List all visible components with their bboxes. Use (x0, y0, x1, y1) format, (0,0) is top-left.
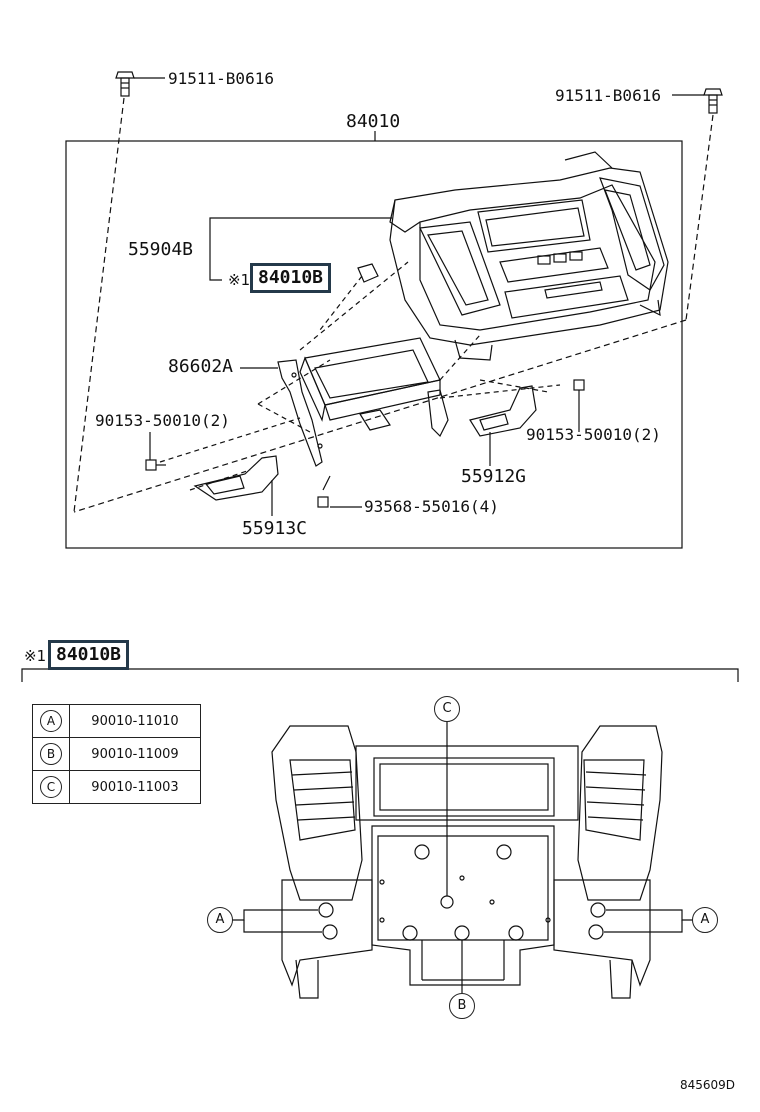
bracket-right-part-label: 55912G (461, 466, 527, 487)
legend-part-c: 90010-11003 (69, 770, 201, 804)
switch-note-symbol: ※1 (228, 271, 251, 289)
detail-bracket-line (21, 668, 739, 682)
bracket-86602a (277, 359, 449, 467)
legend-key-c: C (40, 776, 62, 798)
bolt-left-icon (115, 71, 135, 97)
detail-part-label[interactable]: 84010B (48, 640, 130, 670)
display-module (299, 337, 441, 431)
bolt-right-icon (703, 88, 723, 114)
legend-part-b: 90010-11009 (69, 737, 201, 771)
callout-a-right: A (692, 907, 718, 933)
bracket-55912g (469, 385, 537, 437)
screw-bottom-part-label: 93568-55016(4) (364, 497, 499, 516)
screw-bottom-icon (317, 475, 331, 508)
assembly-frame (65, 140, 683, 549)
callout-c-top: C (434, 696, 460, 722)
control-panel-assembly (389, 151, 669, 361)
screw-right-part-label: 90153-50010(2) (526, 425, 661, 444)
legend-row: C 90010-11003 (32, 770, 201, 804)
bolt-left-dash (73, 97, 125, 513)
screw-left-icon (145, 459, 166, 471)
bracket-55913c (193, 455, 279, 501)
assembly-number-label: 84010 (346, 111, 401, 132)
bolt-right-part-label: 91511-B0616 (555, 86, 661, 105)
legend-part-a: 90010-11010 (69, 704, 201, 738)
screw-left-part-label: 90153-50010(2) (95, 411, 230, 430)
cover-part-label: 55904B (128, 239, 194, 260)
fastener-legend-table: A 90010-11010 B 90010-11009 C 90010-1100… (32, 704, 201, 804)
legend-key-b: B (40, 743, 62, 765)
bolt-right-dash (685, 114, 714, 321)
figure-id: 845609D (680, 1078, 736, 1092)
rear-view-assembly (271, 725, 663, 999)
legend-key-a: A (40, 710, 62, 732)
screw-right-icon (573, 379, 585, 398)
legend-row: B 90010-11009 (32, 737, 201, 771)
legend-row: A 90010-11010 (32, 704, 201, 738)
bracket-sensor-part-label: 86602A (168, 356, 234, 377)
bracket-left-part-label: 55913C (242, 518, 308, 539)
callout-b-bottom: B (449, 993, 475, 1019)
switch-part-label[interactable]: 84010B (250, 263, 332, 293)
clip-icon (357, 263, 379, 283)
callout-a-left: A (207, 907, 233, 933)
bolt-left-part-label: 91511-B0616 (168, 69, 274, 88)
detail-note-symbol: ※1 (24, 647, 47, 665)
